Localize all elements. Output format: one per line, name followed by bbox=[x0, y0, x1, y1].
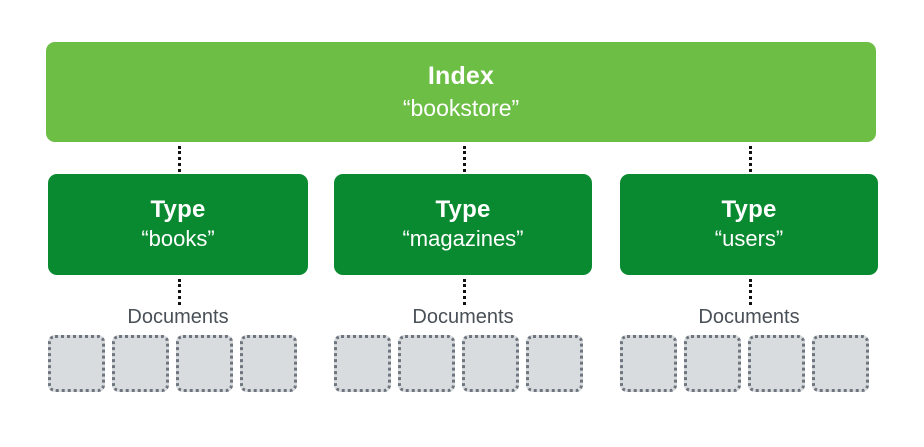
documents-row bbox=[620, 335, 878, 392]
type-node-title: Type bbox=[435, 196, 491, 224]
document-box[interactable] bbox=[48, 335, 105, 392]
index-node-title: Index bbox=[427, 62, 495, 91]
document-box[interactable] bbox=[526, 335, 583, 392]
index-node-name: “bookstore” bbox=[402, 94, 520, 121]
type-node-users[interactable]: Type “users” bbox=[620, 174, 878, 275]
type-node-name: “books” bbox=[141, 225, 215, 251]
document-box[interactable] bbox=[398, 335, 455, 392]
connector-type-magazines-to-documents bbox=[463, 279, 466, 305]
documents-row bbox=[48, 335, 308, 392]
type-node-books[interactable]: Type “books” bbox=[48, 174, 308, 275]
documents-label: Documents bbox=[127, 306, 229, 328]
index-node[interactable]: Index “bookstore” bbox=[46, 42, 876, 142]
type-node-magazines[interactable]: Type “magazines” bbox=[334, 174, 592, 275]
document-box[interactable] bbox=[112, 335, 169, 392]
connector-type-books-to-documents bbox=[178, 279, 181, 305]
type-node-title: Type bbox=[150, 196, 206, 224]
document-box[interactable] bbox=[620, 335, 677, 392]
type-node-name: “magazines” bbox=[402, 225, 524, 251]
document-box[interactable] bbox=[684, 335, 741, 392]
document-box[interactable] bbox=[176, 335, 233, 392]
documents-group-magazines: Documents bbox=[334, 305, 592, 392]
document-box[interactable] bbox=[334, 335, 391, 392]
document-box[interactable] bbox=[240, 335, 297, 392]
documents-label: Documents bbox=[412, 306, 514, 328]
documents-row bbox=[334, 335, 592, 392]
connector-index-to-type-magazines bbox=[463, 146, 466, 172]
document-box[interactable] bbox=[812, 335, 869, 392]
type-node-name: “users” bbox=[714, 225, 784, 251]
type-node-title: Type bbox=[721, 196, 777, 224]
documents-group-users: Documents bbox=[620, 305, 878, 392]
document-box[interactable] bbox=[462, 335, 519, 392]
connector-index-to-type-users bbox=[749, 146, 752, 172]
documents-group-books: Documents bbox=[48, 305, 308, 392]
document-box[interactable] bbox=[748, 335, 805, 392]
connector-type-users-to-documents bbox=[749, 279, 752, 305]
documents-label: Documents bbox=[698, 306, 800, 328]
connector-index-to-type-books bbox=[178, 146, 181, 172]
